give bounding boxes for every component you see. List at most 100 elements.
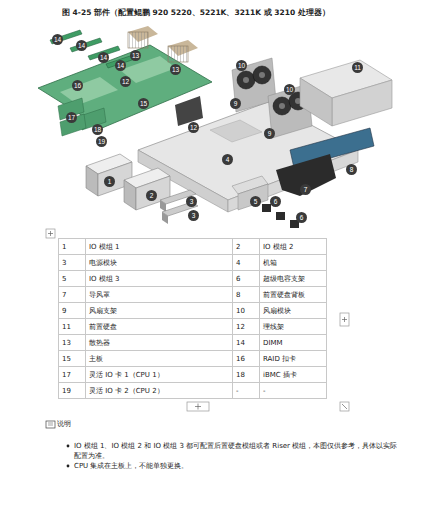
callout-number: 4	[222, 154, 233, 165]
cell-text: 13	[62, 339, 71, 347]
callout-number: 19	[96, 136, 107, 147]
table-cell: 主板	[86, 351, 233, 367]
cell-text: 19	[62, 387, 71, 395]
table-cell: 5	[59, 271, 86, 287]
table-cell: IO 模组 3	[86, 271, 233, 287]
table-cell: 7	[59, 287, 86, 303]
table-cell: 6	[233, 271, 260, 287]
callout-number: 13	[170, 64, 181, 75]
cell-text: DIMM	[263, 339, 283, 347]
table-cell: -	[233, 383, 260, 399]
callout-number: 12	[120, 76, 131, 87]
callout-number: 14	[98, 52, 109, 63]
callout-number: 9	[230, 98, 241, 109]
table-cell: 超级电容支架	[260, 271, 327, 287]
table-cell: -	[260, 383, 327, 399]
table-cell: 前置硬盘	[86, 319, 233, 335]
table-cell: RAID 扣卡	[260, 351, 327, 367]
cell-text: 17	[62, 371, 71, 379]
callout-number: 13	[130, 50, 141, 61]
table-cell: 灵活 IO 卡 1（CPU 1）	[86, 367, 233, 383]
callout-number: 6	[296, 212, 307, 223]
callout-number: 17	[66, 112, 77, 123]
cell-text: -	[236, 387, 239, 395]
callout-number: 3	[188, 210, 199, 221]
callout-number: 15	[138, 98, 149, 109]
cell-text: 导风罩	[89, 291, 110, 299]
note-heading: 说明	[57, 419, 71, 429]
table-cell: 2	[233, 239, 260, 255]
callout-number: 14	[115, 60, 126, 71]
figure-title: 图 4-25 部件（配置鲲鹏 920 5220、5221K、3211K 或 32…	[62, 8, 330, 18]
callout-number: 2	[146, 190, 157, 201]
cell-text: 机箱	[263, 259, 277, 267]
table-cell: 14	[233, 335, 260, 351]
cell-text: 1	[62, 243, 66, 251]
cell-text: 灵活 IO 卡 1（CPU 1）	[89, 371, 164, 379]
cell-text: IO 模组 1	[89, 243, 119, 251]
note-bullet: IO 模组 1、IO 模组 2 和 IO 模组 3 都可配置后置硬盘模组或者 R…	[74, 441, 404, 461]
callout-number: 10	[284, 84, 295, 95]
parts-table: 1 IO 模组 1 2 IO 模组 2 3 电源模块 4机箱 5 IO 模组 3 6超级电容支架 7…	[58, 238, 327, 399]
cell-text: IO 模组 2	[263, 243, 293, 251]
cell-text: 5	[62, 275, 66, 283]
cell-text: 电源模块	[89, 259, 117, 267]
cell-text: 16	[236, 355, 245, 363]
cell-text: 2	[236, 243, 240, 251]
table-cell: 4	[233, 255, 260, 271]
cell-text: -	[263, 387, 266, 395]
cell-text: 前置硬盘	[89, 323, 117, 331]
cell-text: 12	[236, 323, 245, 331]
cell-text: 理线架	[263, 323, 284, 331]
cell-text: 风扇支架	[89, 307, 117, 315]
callout-number: 1	[104, 176, 115, 187]
table-cell: 17	[59, 367, 86, 383]
callout-number: 3	[186, 196, 197, 207]
callout-number: 6	[270, 196, 281, 207]
callout-number: 18	[92, 124, 103, 135]
table-cell: 13	[59, 335, 86, 351]
cell-text: 8	[236, 291, 240, 299]
cell-text: iBMC 插卡	[263, 371, 297, 379]
cell-text: 3	[62, 259, 66, 267]
table-cell: 电源模块	[86, 255, 233, 271]
cell-text: IO 模组 3	[89, 275, 119, 283]
table-cell: DIMM	[260, 335, 327, 351]
table-cell: 19	[59, 383, 86, 399]
table-cell: 风扇支架	[86, 303, 233, 319]
cell-text: 10	[236, 307, 245, 315]
table-cell: 机箱	[260, 255, 327, 271]
cell-text: 11	[62, 323, 71, 331]
callout-number: 14	[52, 34, 63, 45]
table-cell: 10	[233, 303, 260, 319]
table-cell: 前置硬盘背板	[260, 287, 327, 303]
table-cell: 理线架	[260, 319, 327, 335]
callout-number: 5	[250, 196, 261, 207]
cell-text: 18	[236, 371, 245, 379]
callout-number: 8	[346, 164, 357, 175]
cell-text: 7	[62, 291, 66, 299]
table-cell: 15	[59, 351, 86, 367]
table-cell: IO 模组 2	[260, 239, 327, 255]
table-cell: 16	[233, 351, 260, 367]
table-cell: 18	[233, 367, 260, 383]
table-cell: 风扇模块	[260, 303, 327, 319]
callout-number: 7	[300, 184, 311, 195]
table-cell: 1	[59, 239, 86, 255]
callout-number: 12	[188, 122, 199, 133]
callout-number: 16	[72, 80, 83, 91]
callout-number: 10	[236, 60, 247, 71]
table-cell: 3	[59, 255, 86, 271]
table-cell: 灵活 IO 卡 2（CPU 2）	[86, 383, 233, 399]
cell-text: 前置硬盘背板	[263, 291, 305, 299]
cell-text: 灵活 IO 卡 2（CPU 2）	[89, 387, 164, 395]
cell-text: 9	[62, 307, 66, 315]
cell-text: 风扇模块	[263, 307, 291, 315]
cell-text: RAID 扣卡	[263, 355, 296, 363]
table-cell: 9	[59, 303, 86, 319]
cell-text: 14	[236, 339, 245, 347]
cell-text: 散热器	[89, 339, 110, 347]
table-cell: iBMC 插卡	[260, 367, 327, 383]
cell-text: 15	[62, 355, 71, 363]
callout-number: 14	[76, 40, 87, 51]
